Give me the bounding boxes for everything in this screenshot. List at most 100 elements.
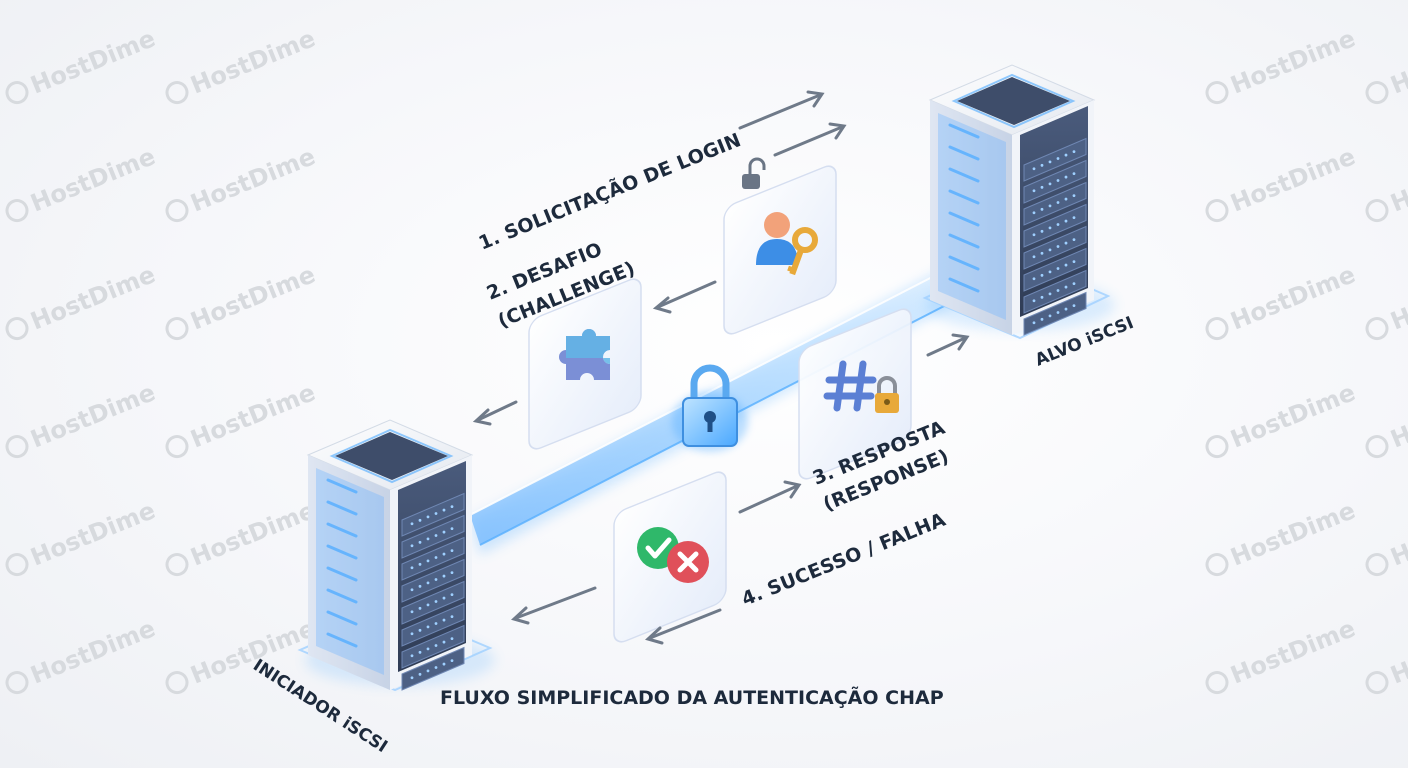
status-led (434, 622, 438, 625)
status-led (1072, 216, 1076, 220)
status-led (1048, 160, 1052, 164)
status-led (1056, 201, 1060, 204)
status-led (1048, 226, 1052, 230)
drive-bay (401, 536, 465, 581)
hostdime-logo-icon (1365, 199, 1389, 223)
watermark: HostDime (1205, 24, 1359, 105)
drive-bay (401, 558, 465, 603)
status-led (1032, 321, 1036, 325)
watermark-text: HostDime (1387, 614, 1408, 689)
unlock-icon (742, 157, 766, 189)
status-led (1048, 204, 1052, 208)
status-led (1032, 167, 1036, 171)
watermark-text: HostDime (187, 260, 320, 335)
status-led (1064, 285, 1068, 289)
hostdime-logo-icon (165, 317, 189, 341)
hostdime-logo-icon (5, 81, 29, 105)
arrow-left-icon (511, 586, 597, 625)
status-led (434, 644, 438, 647)
status-led (434, 556, 438, 559)
status-led (426, 669, 430, 673)
watermark: HostDime (1205, 142, 1360, 223)
status-led (450, 659, 454, 663)
light-strip (948, 123, 980, 139)
status-led (410, 654, 414, 658)
hostdime-logo-icon (1205, 199, 1229, 223)
puzzle-icon (559, 329, 610, 380)
hostdime-logo-icon (5, 317, 29, 341)
light-strip (948, 167, 980, 183)
step-1-label: 1. SOLICITAÇÃO DE LOGIN (475, 127, 744, 254)
status-led (442, 596, 446, 600)
watermark-text: HostDime (1387, 142, 1408, 217)
watermark-text: HostDime (1387, 260, 1408, 335)
server-icon (922, 64, 1115, 340)
light-strip (326, 478, 358, 494)
watermark: HostDime (1205, 614, 1359, 695)
status-led (1040, 295, 1044, 299)
watermark-text: HostDime (27, 378, 160, 453)
light-strip (326, 588, 358, 604)
status-led (442, 640, 446, 644)
status-led (434, 534, 438, 537)
hostdime-logo-icon (1365, 81, 1389, 105)
watermark: HostDime (1365, 142, 1408, 223)
watermark-text: HostDime (187, 378, 320, 453)
watermark-text: HostDime (1227, 142, 1360, 217)
status-led (450, 527, 454, 531)
status-led (1072, 282, 1076, 286)
light-strip (326, 566, 358, 582)
watermark-text: HostDime (27, 260, 160, 335)
watermark: HostDime (165, 496, 320, 577)
watermark-text: HostDime (1387, 378, 1408, 453)
status-led (1072, 238, 1076, 242)
hostdime-logo-icon (165, 435, 189, 459)
watermark: HostDime (5, 24, 159, 105)
status-led (450, 571, 454, 575)
step-4-label: 4. SUCESSO / FALHA (739, 509, 949, 611)
watermark: HostDime (165, 260, 320, 341)
watermark: HostDime (1205, 260, 1359, 341)
watermark: HostDime (165, 142, 320, 223)
status-led (1056, 289, 1060, 292)
light-strip (948, 277, 980, 293)
status-led (426, 537, 430, 541)
status-led (1064, 153, 1068, 157)
status-led (1048, 248, 1052, 252)
status-led (1032, 255, 1036, 259)
arrow-right-icon (738, 480, 802, 514)
status-led (418, 606, 422, 610)
watermark-text: HostDime (187, 614, 320, 689)
status-led (426, 559, 430, 563)
watermark-text: HostDime (1387, 496, 1408, 571)
status-led (450, 615, 454, 619)
status-led (442, 530, 446, 534)
hostdime-logo-icon (5, 671, 29, 695)
padlock-icon (672, 364, 748, 452)
watermark-text: HostDime (187, 24, 320, 99)
status-led (1032, 211, 1036, 215)
status-led (1072, 260, 1076, 264)
status-led (1072, 304, 1076, 308)
status-led (442, 618, 446, 622)
light-strip (326, 500, 358, 516)
watermark-text: HostDime (187, 496, 320, 571)
status-led (1064, 307, 1068, 311)
status-led (418, 672, 422, 676)
drive-bay (1023, 137, 1087, 182)
status-led (418, 562, 422, 566)
drive-bay (1023, 181, 1087, 226)
status-led (1040, 317, 1044, 321)
watermark: HostDime (5, 378, 160, 459)
status-led (1056, 223, 1060, 226)
status-led (1048, 314, 1052, 318)
status-led (1048, 292, 1052, 296)
watermark: HostDime (5, 142, 159, 223)
drive-bay (1023, 203, 1087, 248)
drive-bay (401, 514, 465, 559)
status-led (1064, 219, 1068, 223)
hostdime-logo-icon (1365, 553, 1389, 577)
watermark-text: HostDime (187, 142, 320, 217)
status-led (1032, 189, 1036, 193)
